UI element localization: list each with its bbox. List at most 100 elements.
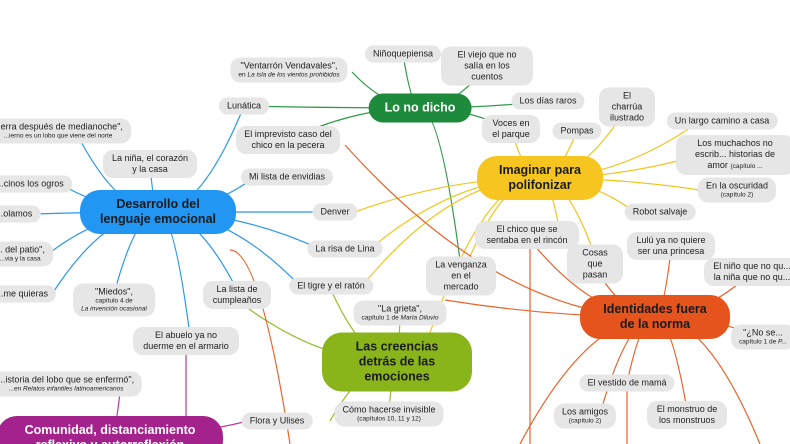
book-title: El abuelo ya no duerme en el armario (143, 330, 229, 351)
book-chapter: (capítulo ... (730, 163, 763, 170)
book-title: ...erra después de medianoche", (0, 121, 123, 132)
source-prefix: capítulo 1 de (361, 314, 401, 322)
topic-label: Comunidad, distanciamiento reflexivo y a… (24, 423, 196, 444)
book-title: ...cinos los ogros (0, 178, 64, 189)
book-title: El imprevisto caso del chico en la pecer… (244, 129, 332, 150)
source-title: La invención ocasional (81, 305, 147, 313)
book-title: Flora y Ulises (249, 415, 305, 426)
book-title: Cómo hacerse invisible (342, 404, 436, 415)
book-title: Los muchachos no escrib... historias de … (694, 138, 776, 170)
book-title: Pompas (560, 125, 594, 136)
source-prefix: ...en (8, 385, 23, 393)
topic-label: Las creencias detrás de las emociones (355, 339, 439, 384)
book-en-la-oscuridad[interactable]: En la oscuridad(capítulo 2) (697, 177, 777, 203)
book-robot-salvaje[interactable]: Robot salvaje (624, 203, 696, 221)
book-title: La venganza en el mercado (435, 259, 487, 292)
topic-creencias-detras-emociones[interactable]: Las creencias detrás de las emociones (322, 332, 472, 392)
book-title: El vestido de mamá (587, 377, 667, 388)
book-ninoquepiensa[interactable]: Niñoquepiensa (364, 45, 442, 63)
book-title: Los amigos (561, 406, 609, 417)
book-source: capítulo 1 de María Diluvio (362, 315, 439, 323)
book-el-viejo-que-no-salia[interactable]: El viejo que no salía en los cuentos (441, 46, 533, 86)
book-voces-en-el-parque[interactable]: Voces en el parque (482, 115, 540, 143)
book-flora-y-ulises[interactable]: Flora y Ulises (241, 412, 313, 430)
book-olamos[interactable]: ...olamos (0, 205, 41, 223)
book-title: Un largo camino a casa (674, 115, 770, 126)
book-title: "La grieta", (378, 303, 422, 314)
book-la-nina-el-corazon[interactable]: La niña, el corazón y la casa (103, 150, 197, 178)
topic-label: Lo no dicho (384, 100, 456, 115)
book-historia-del-lobo[interactable]: ...istoria del lobo que se enfermó",...e… (0, 371, 143, 397)
topic-label: Desarrollo del lenguaje emocional (99, 197, 216, 226)
book-title: ... del patio", (0, 244, 45, 255)
book-source: La invención ocasional (81, 306, 147, 314)
source-title: Relatos infantiles latinoamericanos (23, 385, 124, 393)
book-la-risa-de-lina[interactable]: La risa de Lina (307, 240, 383, 258)
book-lunatica[interactable]: Lunática (218, 97, 270, 115)
book-el-tigre-y-el-raton[interactable]: El tigre y el ratón (289, 277, 373, 295)
book-no-se[interactable]: "¿No se...capítulo 1 de P... (731, 324, 790, 350)
book-chapter: capítulo 4 de (95, 297, 133, 305)
book-source: ...via y la casa (0, 255, 41, 263)
book-title: Lulú ya no quiere ser una princesa (636, 235, 706, 256)
book-el-monstruo-de-los-monstruos[interactable]: El monstruo de los monstruos (647, 401, 727, 429)
book-title: El niño que no qu... la niña que no qu..… (713, 261, 790, 282)
book-los-dias-raros[interactable]: Los días raros (511, 92, 585, 110)
book-title: En la oscuridad (705, 180, 769, 191)
book-title: Lunática (226, 100, 262, 111)
source-prefix: capítulo 1 de (739, 338, 779, 346)
book-el-chico-que-se-sentaba[interactable]: El chico que se sentaba en el rincón (475, 221, 579, 249)
book-ventarron-vendavales[interactable]: "Ventarrón Vendavales",en La isla de los… (230, 57, 348, 83)
topic-comunidad-distanciamiento[interactable]: Comunidad, distanciamiento reflexivo y a… (0, 416, 223, 444)
book-title: "Ventarrón Vendavales", (240, 60, 338, 71)
book-la-lista-de-cumpleanos[interactable]: La lista de cumpleaños (203, 281, 271, 309)
book-title: Denver (320, 206, 350, 217)
book-me-quieras[interactable]: ...me quieras (0, 285, 57, 303)
book-el-charrua-ilustrado[interactable]: El charrúa ilustrado (599, 87, 655, 127)
book-los-muchachos-no-escriben[interactable]: Los muchachos no escrib... historias de … (676, 135, 790, 175)
topic-imaginar-para-polifonizar[interactable]: Imaginar para polifonizar (477, 156, 603, 200)
topic-lo-no-dicho[interactable]: Lo no dicho (368, 93, 472, 123)
source-prefix: en (238, 71, 248, 79)
book-title: El monstruo de los monstruos (656, 404, 718, 425)
topic-desarrollo-lenguaje-emocional[interactable]: Desarrollo del lenguaje emocional (80, 190, 236, 234)
book-title: La lista de cumpleaños (212, 284, 262, 305)
book-title: Los días raros (519, 95, 577, 106)
book-title: El charrúa ilustrado (609, 90, 645, 123)
book-source: ...en Relatos infantiles latinoamericano… (0, 386, 134, 394)
book-vecinos-los-ogros[interactable]: ...cinos los ogros (0, 175, 72, 193)
book-los-amigos[interactable]: Los amigos(capítulo 2) (553, 403, 617, 429)
book-title: Niñoquepiensa (372, 48, 434, 59)
topic-identidades-fuera-norma[interactable]: Identidades fuera de la norma (580, 295, 730, 339)
book-la-grieta[interactable]: "La grieta",capítulo 1 de María Diluvio (353, 300, 447, 326)
book-title: El tigre y el ratón (297, 280, 365, 291)
book-title: ...istoria del lobo que se enfermó", (0, 374, 135, 385)
book-cosas-que-pasan[interactable]: Cosas que pasan (567, 244, 623, 284)
book-pompas[interactable]: Pompas (552, 122, 602, 140)
book-title: Cosas que pasan (582, 247, 608, 280)
topic-label: Identidades fuera de la norma (603, 302, 707, 331)
book-el-abuelo-ya-no-duerme[interactable]: El abuelo ya no duerme en el armario (133, 327, 239, 355)
book-mi-lista-de-envidias[interactable]: Mi lista de envidias (240, 168, 334, 186)
book-como-hacerse-invisible[interactable]: Cómo hacerse invisible(capítulos 10, 11 … (334, 401, 444, 427)
book-lulu-ya-no-quiere[interactable]: Lulú ya no quiere ser una princesa (627, 232, 715, 260)
book-title: "Miedos", (95, 286, 133, 297)
book-la-venganza-en-el-mercado[interactable]: La venganza en el mercado (426, 256, 496, 296)
book-title: El viejo que no salía en los cuentos (457, 49, 517, 82)
book-el-imprevisto-caso[interactable]: El imprevisto caso del chico en la pecer… (236, 126, 340, 154)
book-tierra-despues-de-medianoche[interactable]: ...erra después de medianoche",...ierno … (0, 118, 131, 144)
source-title: P... (778, 338, 787, 346)
book-title: Robot salvaje (632, 206, 688, 217)
book-denver[interactable]: Denver (312, 203, 358, 221)
source-title: La isla de los vientos prohibidos (247, 71, 340, 79)
book-el-vestido-de-mama[interactable]: El vestido de mamá (579, 374, 675, 392)
book-title: El chico que se sentaba en el rincón (486, 224, 568, 245)
book-un-largo-camino-a-casa[interactable]: Un largo camino a casa (666, 112, 778, 130)
book-source: capítulo 1 de P... (739, 339, 787, 347)
book-del-patio[interactable]: ... del patio",...via y la casa (0, 241, 53, 267)
book-title: La risa de Lina (315, 243, 375, 254)
book-title: ...olamos (0, 208, 33, 219)
book-el-nino-que-no-queria[interactable]: El niño que no qu... la niña que no qu..… (704, 258, 790, 286)
